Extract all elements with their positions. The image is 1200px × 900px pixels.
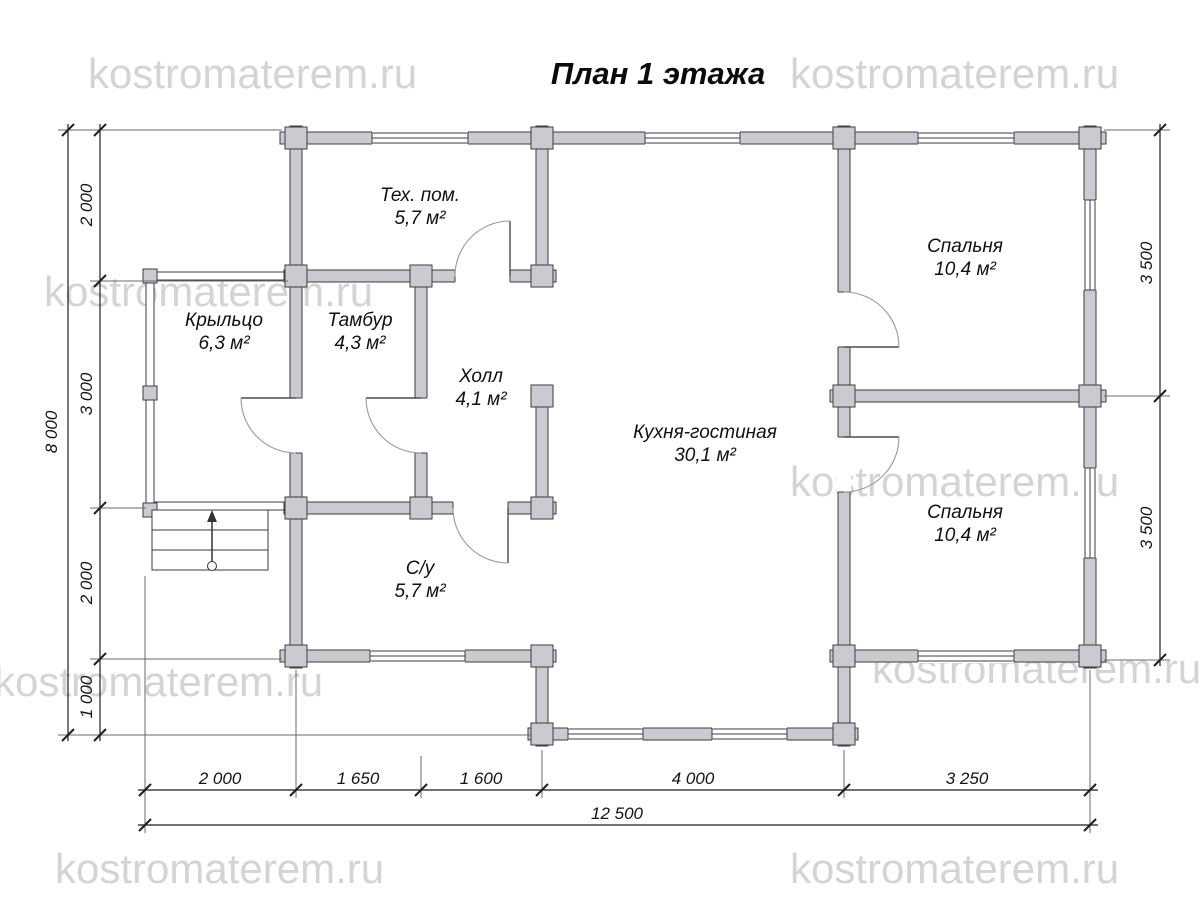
dim-bottom-total: 12 500 bbox=[591, 804, 643, 823]
room-name: Спальня bbox=[927, 235, 1003, 257]
room-area: 4,1 м² bbox=[455, 389, 507, 410]
doors bbox=[240, 220, 900, 564]
room-label-tambur: Тамбур 4,3 м² bbox=[327, 309, 392, 355]
dim-bottom-seg-4: 4 000 bbox=[671, 769, 715, 788]
watermark: kostromaterem.ru bbox=[0, 658, 324, 705]
room-area: 5,7 м² bbox=[394, 208, 446, 229]
room-label-hall: Холл 4,1 м² bbox=[455, 365, 506, 411]
room-area: 4,3 м² bbox=[334, 333, 386, 354]
room-label-su: С/у 5,7 м² bbox=[394, 557, 445, 603]
door-leaves bbox=[241, 221, 899, 563]
door-swing-arcs bbox=[240, 220, 900, 564]
room-name: Тамбур bbox=[327, 309, 393, 331]
dim-left-seg-4: 1 000 bbox=[77, 675, 96, 719]
room-area: 6,3 м² bbox=[198, 333, 250, 354]
windows bbox=[369, 131, 1097, 741]
room-area: 10,4 м² bbox=[934, 259, 996, 280]
room-label-tehpom: Тех. пом. 5,7 м² bbox=[380, 184, 460, 230]
dim-right-seg-1: 3 500 bbox=[1137, 241, 1156, 285]
dim-bottom-seg-2: 1 650 bbox=[336, 769, 380, 788]
porch-outline bbox=[142, 268, 287, 518]
dimension-lines bbox=[58, 123, 1170, 833]
dim-bottom-seg-5: 3 250 bbox=[945, 769, 989, 788]
watermark: kostromaterem.ru bbox=[790, 50, 1120, 97]
stairs-direction-arrow bbox=[207, 510, 217, 522]
dim-right-seg-2: 3 500 bbox=[1137, 506, 1156, 550]
watermark: kostromaterem.ru bbox=[55, 845, 385, 892]
page-title: План 1 этажа bbox=[550, 56, 766, 91]
watermark: kostromaterem.ru bbox=[88, 50, 418, 97]
wall-posts bbox=[284, 126, 1102, 746]
room-name: Кухня-гостиная bbox=[633, 421, 777, 443]
dim-left-seg-3: 2 000 bbox=[77, 561, 96, 605]
room-name: Спальня bbox=[927, 501, 1003, 523]
dim-left-seg-1: 2 000 bbox=[77, 183, 96, 227]
room-area: 10,4 м² bbox=[934, 525, 996, 546]
room-label-kitchen: Кухня-гостиная 30,1 м² bbox=[633, 421, 777, 467]
room-name: Холл bbox=[459, 365, 503, 387]
watermark: kostromaterem.ru bbox=[790, 845, 1120, 892]
room-name: С/у bbox=[405, 557, 435, 579]
dim-left-seg-2: 3 000 bbox=[77, 372, 96, 416]
room-label-porch: Крыльцо 6,3 м² bbox=[185, 309, 263, 355]
room-label-bedroom-bottom: Спальня 10,4 м² bbox=[927, 501, 1003, 547]
dim-bottom-seg-1: 2 000 bbox=[198, 769, 242, 788]
measure-lines bbox=[67, 124, 1161, 826]
room-area: 5,7 м² bbox=[394, 581, 446, 602]
dimension-ticks bbox=[61, 123, 1167, 832]
room-area: 30,1 м² bbox=[674, 445, 736, 466]
stairs bbox=[151, 509, 269, 571]
dim-bottom-seg-3: 1 600 bbox=[459, 769, 503, 788]
dim-left-total: 8 000 bbox=[42, 410, 61, 454]
room-label-bedroom-top: Спальня 10,4 м² bbox=[927, 235, 1003, 281]
room-name: Тех. пом. bbox=[379, 184, 461, 206]
room-name: Крыльцо bbox=[185, 309, 263, 331]
